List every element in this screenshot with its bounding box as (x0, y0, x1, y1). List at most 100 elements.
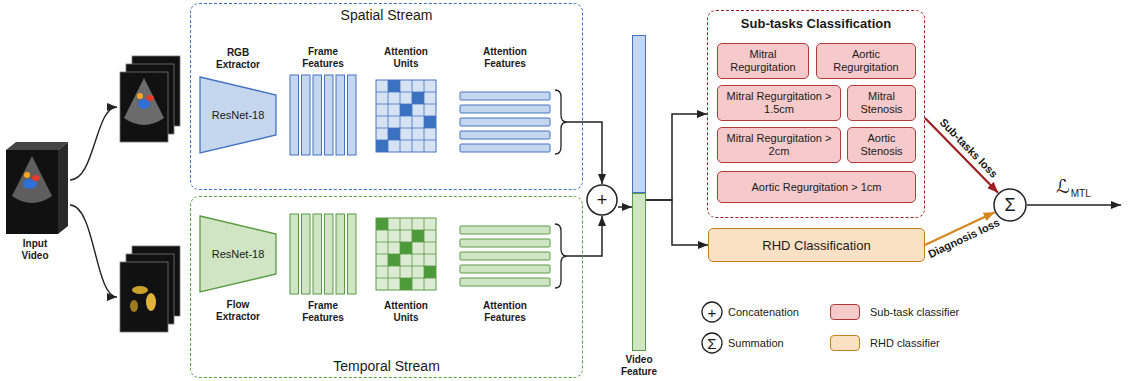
feature-bar (325, 75, 334, 155)
attention-cell (376, 218, 388, 230)
connector-arrow (583, 122, 602, 184)
attention-grid (376, 218, 436, 290)
grid-border (376, 80, 436, 152)
attention-cells (376, 80, 436, 152)
node-text: Mitral Regurgitation (722, 48, 804, 73)
node-text: Mitral Regurgitation > 2cm (722, 132, 836, 157)
doppler-blob (32, 175, 40, 181)
connector-arrow (583, 216, 602, 256)
attention-cell (400, 104, 412, 116)
label-holder: Sub-task classifier (870, 305, 959, 319)
attention-features (460, 92, 550, 152)
attention-bar (460, 278, 550, 286)
grid-border (376, 218, 436, 290)
label-holder: Diagnosis loss (926, 216, 1001, 260)
split-arrow (70, 205, 117, 297)
connector-arrow (925, 118, 998, 193)
spatial-stream-group: Spatial StreamRGB ExtractorResNet-18 (190, 3, 583, 190)
group-title: Sub-tasks Classification (741, 11, 891, 31)
attention-bar (460, 144, 550, 152)
attention-bar (460, 239, 550, 247)
feature-bar (348, 214, 357, 294)
operator-symbol: Σ (1004, 196, 1015, 214)
flow-frame (120, 262, 168, 332)
stream-title: Spatial Stream (341, 4, 433, 26)
subtasks-group: Sub-tasks ClassificationMitral Regurgita… (707, 10, 925, 218)
attention-cells (376, 218, 436, 290)
node-text: Mitral Regurgitation > 1.5cm (722, 90, 836, 115)
label-holder: Sub-tasks loss (937, 116, 1000, 180)
legend-symbol: + (708, 305, 717, 320)
temporal-stream-group: Temporal Stream ResNet-18Flow Extractor (190, 196, 583, 378)
rgb-frame (120, 72, 168, 142)
attention-cell (388, 128, 400, 140)
connector-arrow (646, 200, 708, 245)
node-text: Aortic Stenosis (852, 132, 911, 157)
attention-bar (460, 92, 550, 100)
attention-cell (412, 230, 424, 242)
feature-bar (336, 214, 345, 294)
attention-cell (424, 116, 436, 128)
part-label: Attention Units (378, 300, 434, 324)
subtask-box: Mitral Regurgitation > 2cm (717, 127, 841, 163)
legend-text: Sub-task classifier (870, 305, 959, 319)
attention-bar (460, 265, 550, 273)
video-block-side (58, 142, 68, 234)
node-heading: Input Video (13, 238, 57, 262)
brace (555, 90, 567, 154)
part-label: Attention Features (473, 300, 537, 324)
label-holder: + (702, 302, 722, 322)
echo-fan (124, 78, 164, 125)
video-block-front (6, 150, 58, 234)
legend-text: Summation (728, 336, 784, 350)
label-holder: Σ (702, 333, 722, 353)
label-holder: Frame Features (295, 46, 351, 70)
operator-symbol: + (597, 191, 608, 209)
attention-grid (376, 80, 436, 152)
subtask-box: Mitral Regurgitation (717, 43, 809, 79)
attention-features (460, 226, 550, 286)
label-holder: RGB Extractor (208, 47, 268, 71)
subtask-box: Aortic Stenosis (847, 127, 916, 163)
edge-label: Sub-tasks loss (937, 116, 1000, 180)
node-heading: Flow Extractor (208, 299, 268, 323)
feature-bar (348, 75, 357, 155)
attention-cell (400, 242, 412, 254)
attention-cell (376, 140, 388, 152)
label-holder: Attention Features (473, 300, 537, 324)
attention-cell (424, 266, 436, 278)
doppler-blob (146, 95, 154, 101)
doppler-blob (24, 172, 30, 178)
node-text: Mitral Stenosis (852, 90, 911, 115)
doppler-blob (137, 93, 143, 99)
part-label: Frame Features (295, 46, 351, 70)
feature-bar (302, 75, 311, 155)
node-text: ResNet-18 (212, 248, 265, 260)
rhd-classifier: RHD Classification (708, 228, 925, 262)
stream-title: Temporal Stream (333, 355, 440, 377)
attention-cell (400, 278, 412, 290)
feature-half-spatial (632, 35, 646, 193)
connector-arrow (646, 114, 707, 200)
extractor-trapezoid (200, 216, 276, 292)
attention-bar (460, 252, 550, 260)
legend-text: Concatenation (728, 305, 799, 319)
label-holder: Frame Features (295, 300, 351, 324)
legend-circle (702, 333, 722, 353)
subtask-box: Mitral Stenosis (847, 85, 916, 121)
legend-swatch (830, 335, 860, 351)
part-label: Attention Features (473, 46, 537, 70)
flow-blob (132, 286, 148, 294)
attention-bar (460, 131, 550, 139)
subtask-box: Aortic Regurgitation (816, 43, 916, 79)
frame-features (290, 75, 356, 155)
attention-cell (412, 92, 424, 104)
extractor-trapezoid (200, 77, 276, 153)
feature-bar (302, 214, 311, 294)
split-arrow (70, 107, 117, 180)
feature-bar (290, 75, 299, 155)
subtask-box: Aortic Regurgitation > 1cm (717, 171, 916, 203)
